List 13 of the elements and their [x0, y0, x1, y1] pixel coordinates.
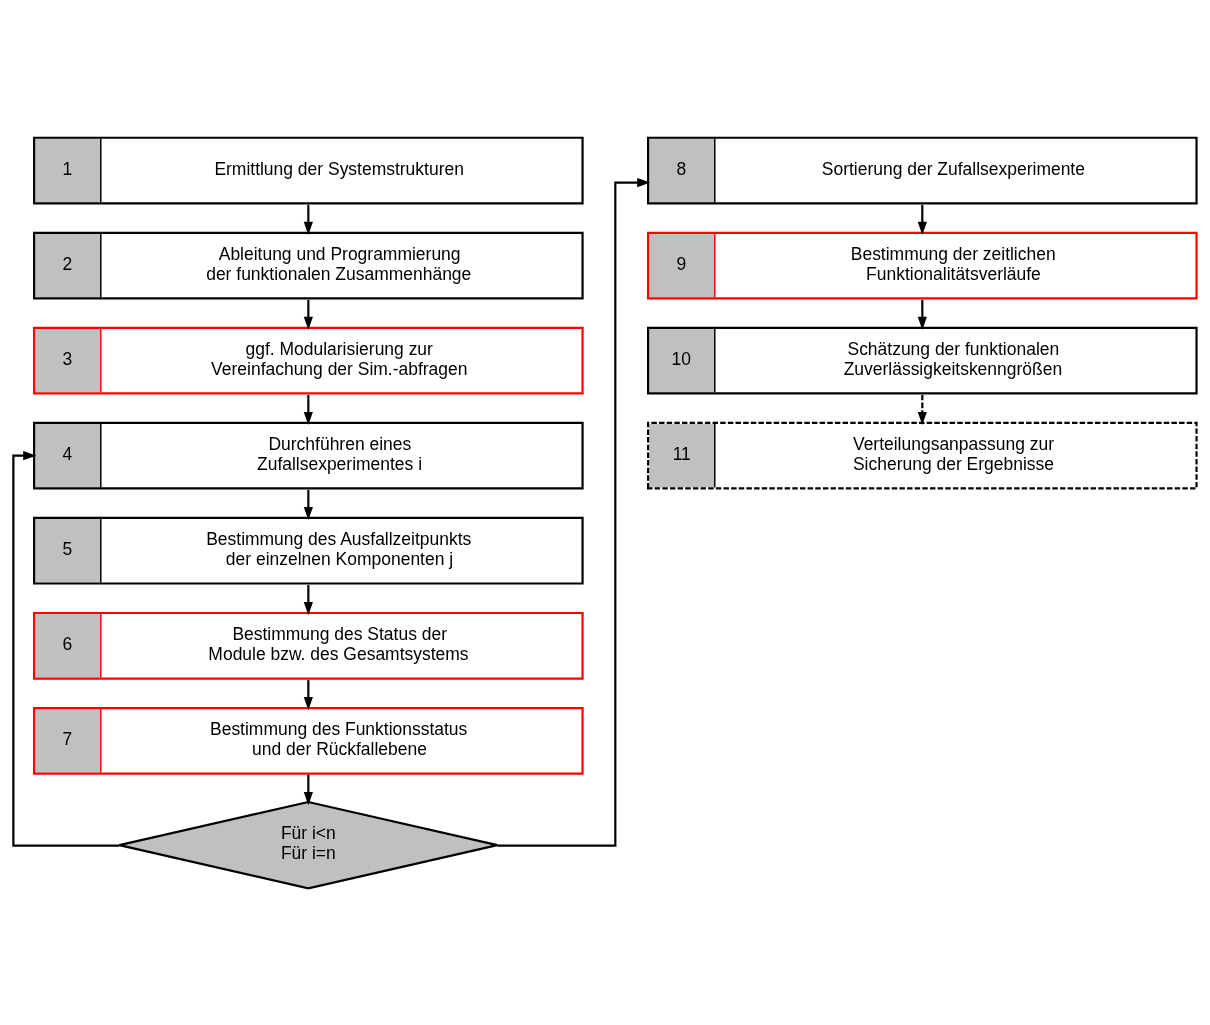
arrow	[11, 451, 119, 847]
arrow	[303, 680, 313, 711]
arrow	[917, 394, 927, 426]
arrow	[917, 299, 927, 330]
node-diamond: Für i<n Für i=n	[117, 800, 498, 890]
arrow	[303, 490, 313, 521]
arrow	[303, 774, 313, 806]
arrow	[303, 585, 313, 616]
arrow	[496, 177, 650, 847]
arrow	[303, 394, 313, 426]
arrow	[303, 299, 313, 330]
arrow	[303, 204, 313, 235]
arrow	[917, 204, 927, 235]
